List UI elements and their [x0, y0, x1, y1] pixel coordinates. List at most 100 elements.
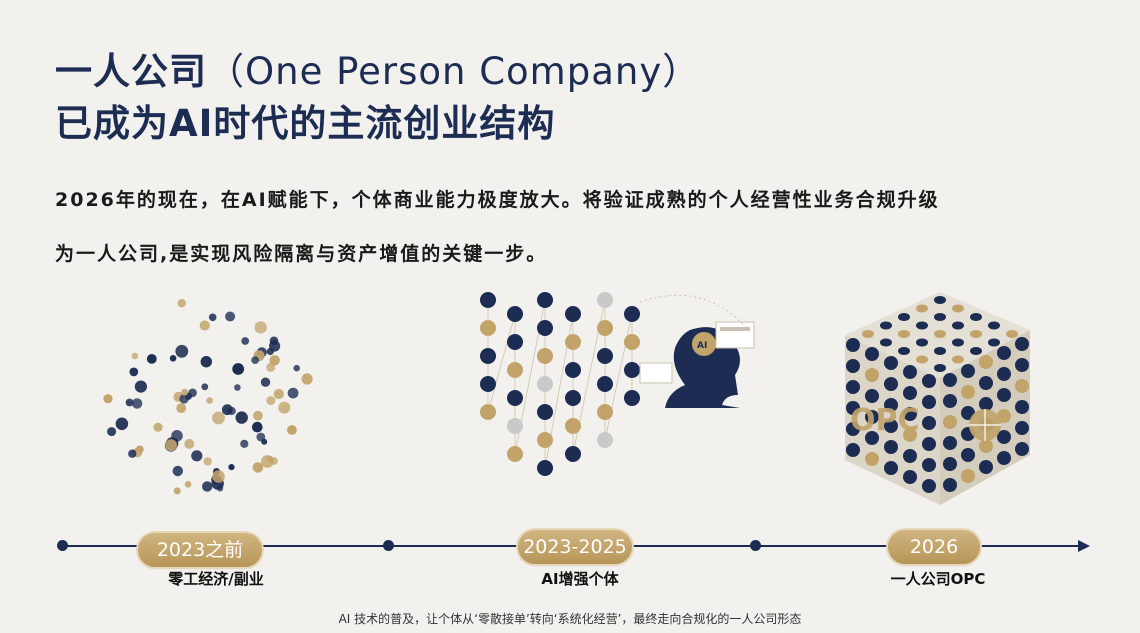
paragraph-line-2: 为一人公司,是实现风险隔离与资产增值的关键一步。: [55, 243, 548, 265]
cube-dot: [916, 338, 928, 347]
cube-dot: [865, 347, 879, 361]
opc-cube-text: OPC: [850, 403, 920, 438]
scatter-dot: [252, 462, 264, 473]
cube-dot: [979, 376, 993, 390]
cube-dot: [961, 385, 975, 399]
cube-dot: [903, 386, 917, 400]
cube-dot: [880, 321, 892, 330]
network-node: [597, 348, 613, 364]
cube-dot: [934, 347, 946, 355]
scatter-dot: [181, 388, 189, 396]
scatter-dot: [199, 320, 210, 331]
cube-dot: [943, 457, 957, 471]
title-cn: 一人公司: [55, 50, 207, 93]
ai-network-illustration: AI: [480, 292, 755, 476]
title-line-1: 一人公司（One Person Company）: [55, 46, 700, 98]
scatter-dot: [176, 403, 187, 413]
cube-dot: [922, 416, 936, 430]
cube-dot: [1015, 400, 1029, 414]
cube-dot: [884, 377, 898, 391]
cube-dot: [1006, 330, 1018, 338]
cube-dot: [846, 443, 860, 457]
cube-dot: [997, 430, 1011, 444]
timeline-arrow-icon: [1078, 540, 1090, 552]
screen-icon: [715, 321, 755, 349]
network-node: [565, 334, 581, 350]
cube-dot: [979, 355, 993, 369]
cube-dot: [979, 439, 993, 453]
cube-dot: [1015, 379, 1029, 393]
network-node: [507, 418, 523, 434]
network-node: [537, 348, 553, 364]
scatter-dot: [228, 464, 235, 471]
scatter-dot: [269, 355, 280, 366]
scatter-dot: [278, 401, 291, 414]
scatter-dot: [175, 344, 189, 358]
screen-line: [720, 327, 750, 331]
brain-icon: [692, 332, 716, 356]
cube-dot: [1015, 358, 1029, 372]
cube-dot: [846, 422, 860, 436]
network-node: [597, 432, 613, 448]
cube-dot: [898, 313, 910, 321]
cube-dot: [922, 458, 936, 472]
bottom-caption: AI 技术的普及，让个体从‘零散接单’转向‘系统化经营’，最终走向合规化的一人公…: [338, 612, 802, 626]
cube-dot: [943, 436, 957, 450]
scatter-dot: [131, 398, 143, 409]
cube-dot: [979, 397, 993, 411]
scatter-dot: [260, 377, 271, 387]
network-node: [537, 376, 553, 392]
title-en: （One Person Company）: [207, 50, 701, 93]
scatter-dot: [212, 470, 225, 483]
scatter-dot: [287, 425, 297, 435]
network-node: [565, 362, 581, 378]
cube-dot: [884, 419, 898, 433]
page-title: 一人公司（One Person Company） 已成为AI时代的主流创业结构: [55, 46, 700, 150]
cube-dot: [952, 338, 964, 347]
cube-dot: [865, 368, 879, 382]
cube-dot: [884, 461, 898, 475]
cube-dot: [997, 367, 1011, 381]
cube-dot: [997, 346, 1011, 360]
scatter-dot: [153, 422, 163, 432]
network-node: [537, 320, 553, 336]
scatter-dot: [256, 432, 266, 442]
ai-badge-text: AI: [697, 341, 707, 351]
network-link: [487, 313, 516, 413]
dashed-arc: [639, 294, 749, 331]
network-node: [624, 390, 640, 406]
cube-dot: [988, 338, 1000, 347]
cube-dot: [952, 304, 964, 313]
cube-dot: [943, 478, 957, 492]
scatter-dot: [202, 481, 213, 492]
scatter-dot: [235, 411, 248, 424]
cube-dot: [961, 364, 975, 378]
network-node: [537, 404, 553, 420]
milestone-label-1: 零工经济/副业: [168, 570, 264, 588]
cube-dot: [884, 398, 898, 412]
scatter-dot: [261, 455, 274, 468]
network-node: [597, 292, 613, 308]
timeline-dot: [383, 540, 394, 551]
card-icon: [639, 362, 673, 384]
scatter-dot: [234, 384, 241, 391]
network-node: [597, 376, 613, 392]
intro-paragraph: 2026年的现在，在AI赋能下，个体商业能力极度放大。将验证成熟的个人经营性业务…: [55, 178, 1095, 286]
network-node: [565, 390, 581, 406]
scatter-dot: [225, 311, 236, 322]
scattered-dots-illustration: [103, 299, 313, 495]
network-node: [624, 362, 640, 378]
network-node: [507, 334, 523, 350]
scatter-dot: [103, 394, 113, 404]
scatter-dot: [232, 363, 245, 375]
scatter-dot: [227, 406, 236, 416]
cube-dot: [970, 313, 982, 321]
scatter-dot: [203, 457, 212, 466]
cube-dot: [916, 321, 928, 330]
scatter-dot: [177, 299, 186, 308]
cube-dot: [970, 330, 982, 338]
cube-dot: [1015, 337, 1029, 351]
scatter-dot: [273, 388, 284, 400]
scatter-dot: [146, 354, 157, 364]
milestone-pill-1: 2023之前: [138, 533, 262, 567]
